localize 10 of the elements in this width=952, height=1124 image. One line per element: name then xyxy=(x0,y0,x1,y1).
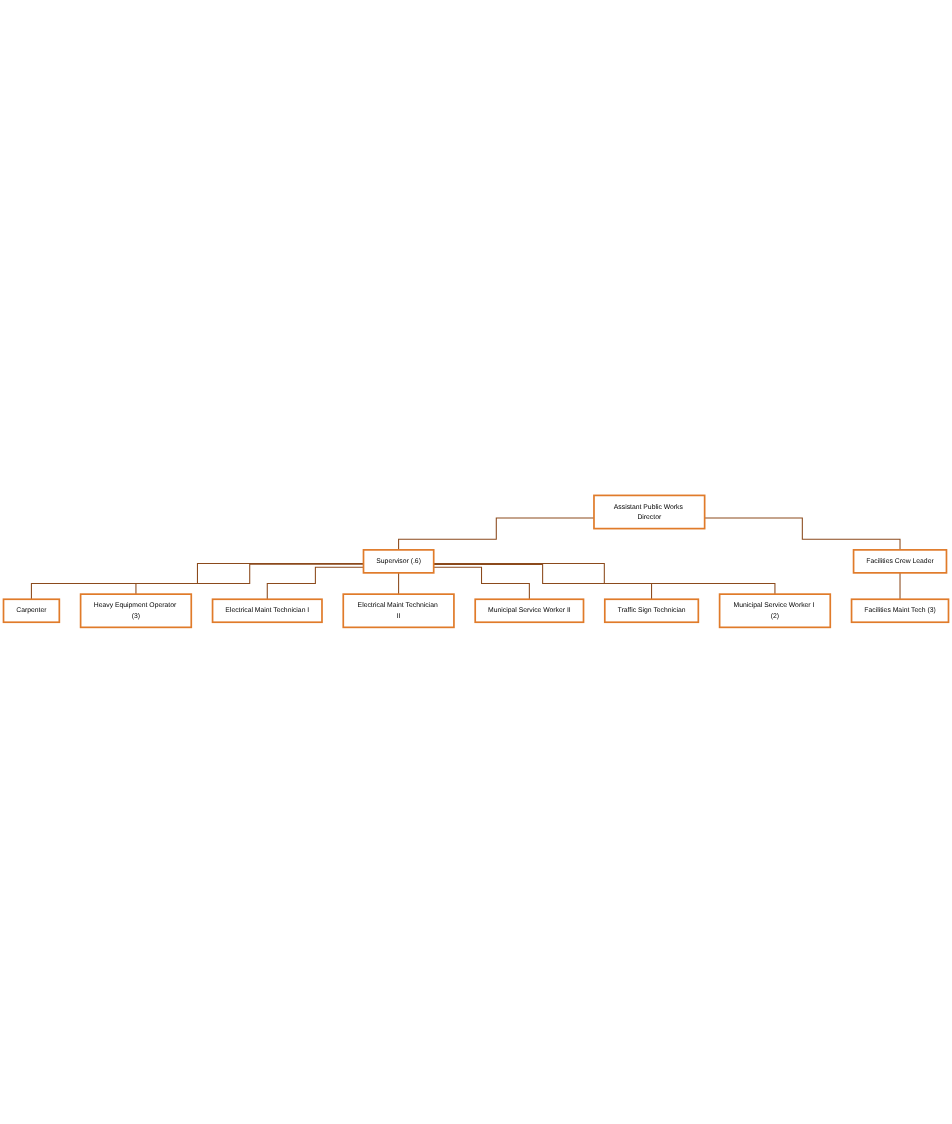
connector xyxy=(433,564,653,601)
connector xyxy=(398,572,400,596)
connector xyxy=(433,563,776,596)
connector xyxy=(899,572,901,601)
connector xyxy=(398,518,595,552)
connector xyxy=(30,563,365,601)
connector xyxy=(704,518,901,552)
connector xyxy=(266,567,365,601)
connector xyxy=(135,564,365,596)
connector xyxy=(433,567,530,601)
